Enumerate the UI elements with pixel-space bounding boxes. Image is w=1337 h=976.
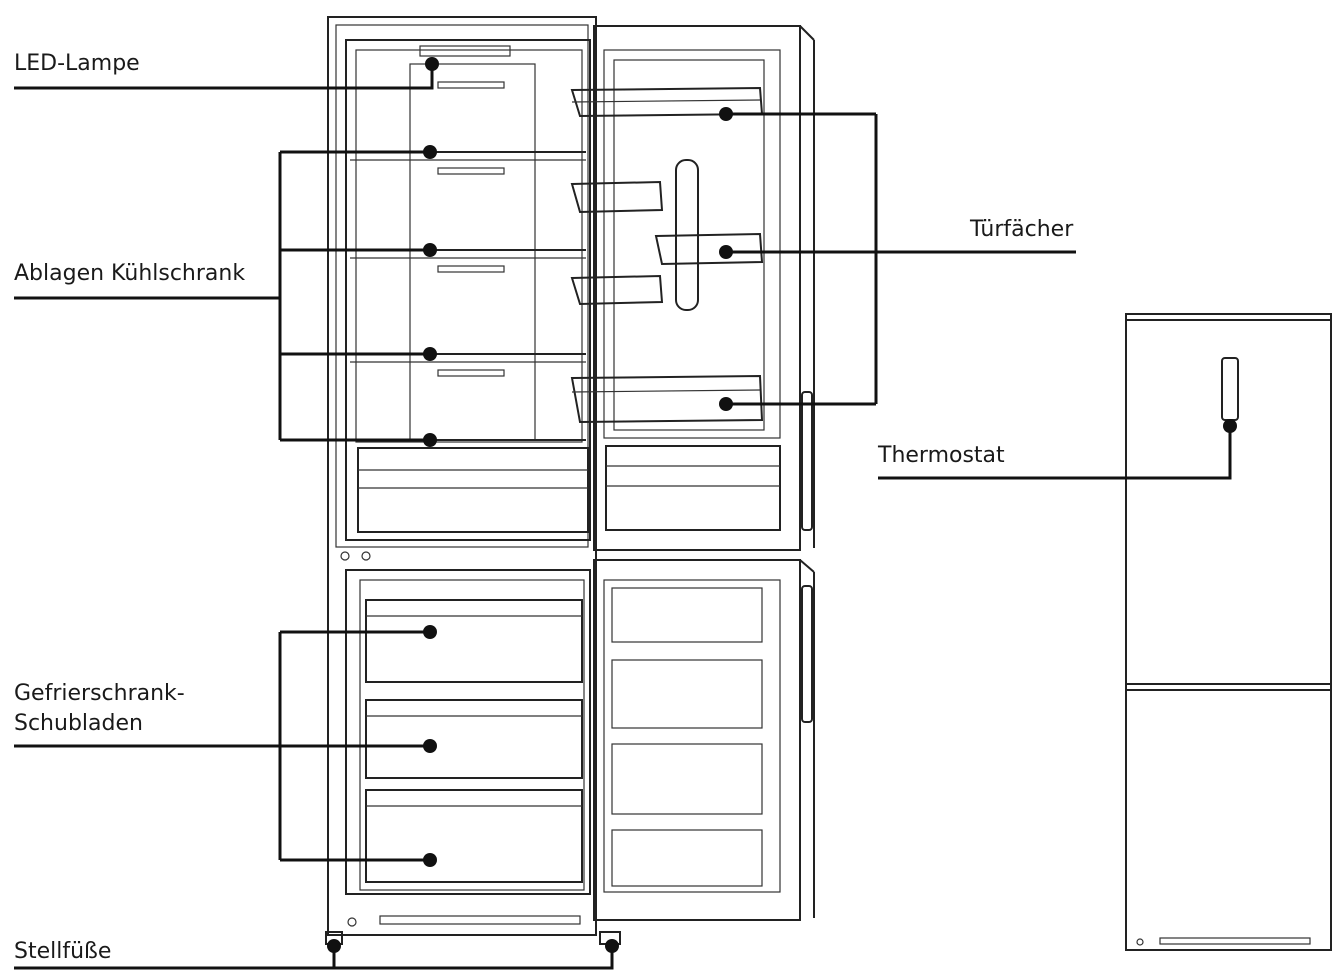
callout-lines [14, 57, 1237, 970]
thermostat-dial [1221, 357, 1239, 421]
open-fridge-illustration [325, 16, 621, 945]
callout-labels: LED-Lampe Ablagen Kühlschrank Gefriersch… [14, 51, 1074, 964]
led-lamp-housing [419, 45, 511, 57]
label-stellfuesse: Stellfüße [14, 939, 111, 964]
back-vents [437, 81, 505, 377]
freezer-door-panels [611, 587, 763, 887]
label-tuerfaecher: Türfächer [969, 217, 1074, 242]
freezer-compartment [345, 569, 591, 895]
door-bins [570, 86, 764, 424]
bottom-grille [379, 915, 581, 925]
fridge-door-handle [801, 391, 813, 531]
fridge-door [593, 25, 801, 551]
fridge-shelves [350, 151, 586, 441]
label-led-lampe: LED-Lampe [14, 51, 140, 76]
leader-thermostat [878, 426, 1232, 480]
label-gefrierschrank-line2: Schubladen [14, 711, 143, 736]
open-doors [570, 25, 815, 921]
closed-fridge-illustration [1125, 313, 1332, 951]
freezer-door-handle [801, 585, 813, 723]
label-thermostat: Thermostat [877, 443, 1005, 468]
fridge-compartment [345, 39, 591, 541]
cabinet-outline [327, 16, 597, 936]
closed-fridge-body [1125, 313, 1332, 951]
leader-led-lampe [14, 64, 434, 90]
freezer-drawers [365, 599, 583, 883]
label-ablagen-kuehlschrank: Ablagen Kühlschrank [14, 261, 245, 286]
freezer-door [593, 559, 801, 921]
leader-stellfuesse [14, 946, 614, 970]
crisper-drawer [357, 447, 589, 533]
label-gefrierschrank-line1: Gefrierschrank- [14, 681, 185, 706]
